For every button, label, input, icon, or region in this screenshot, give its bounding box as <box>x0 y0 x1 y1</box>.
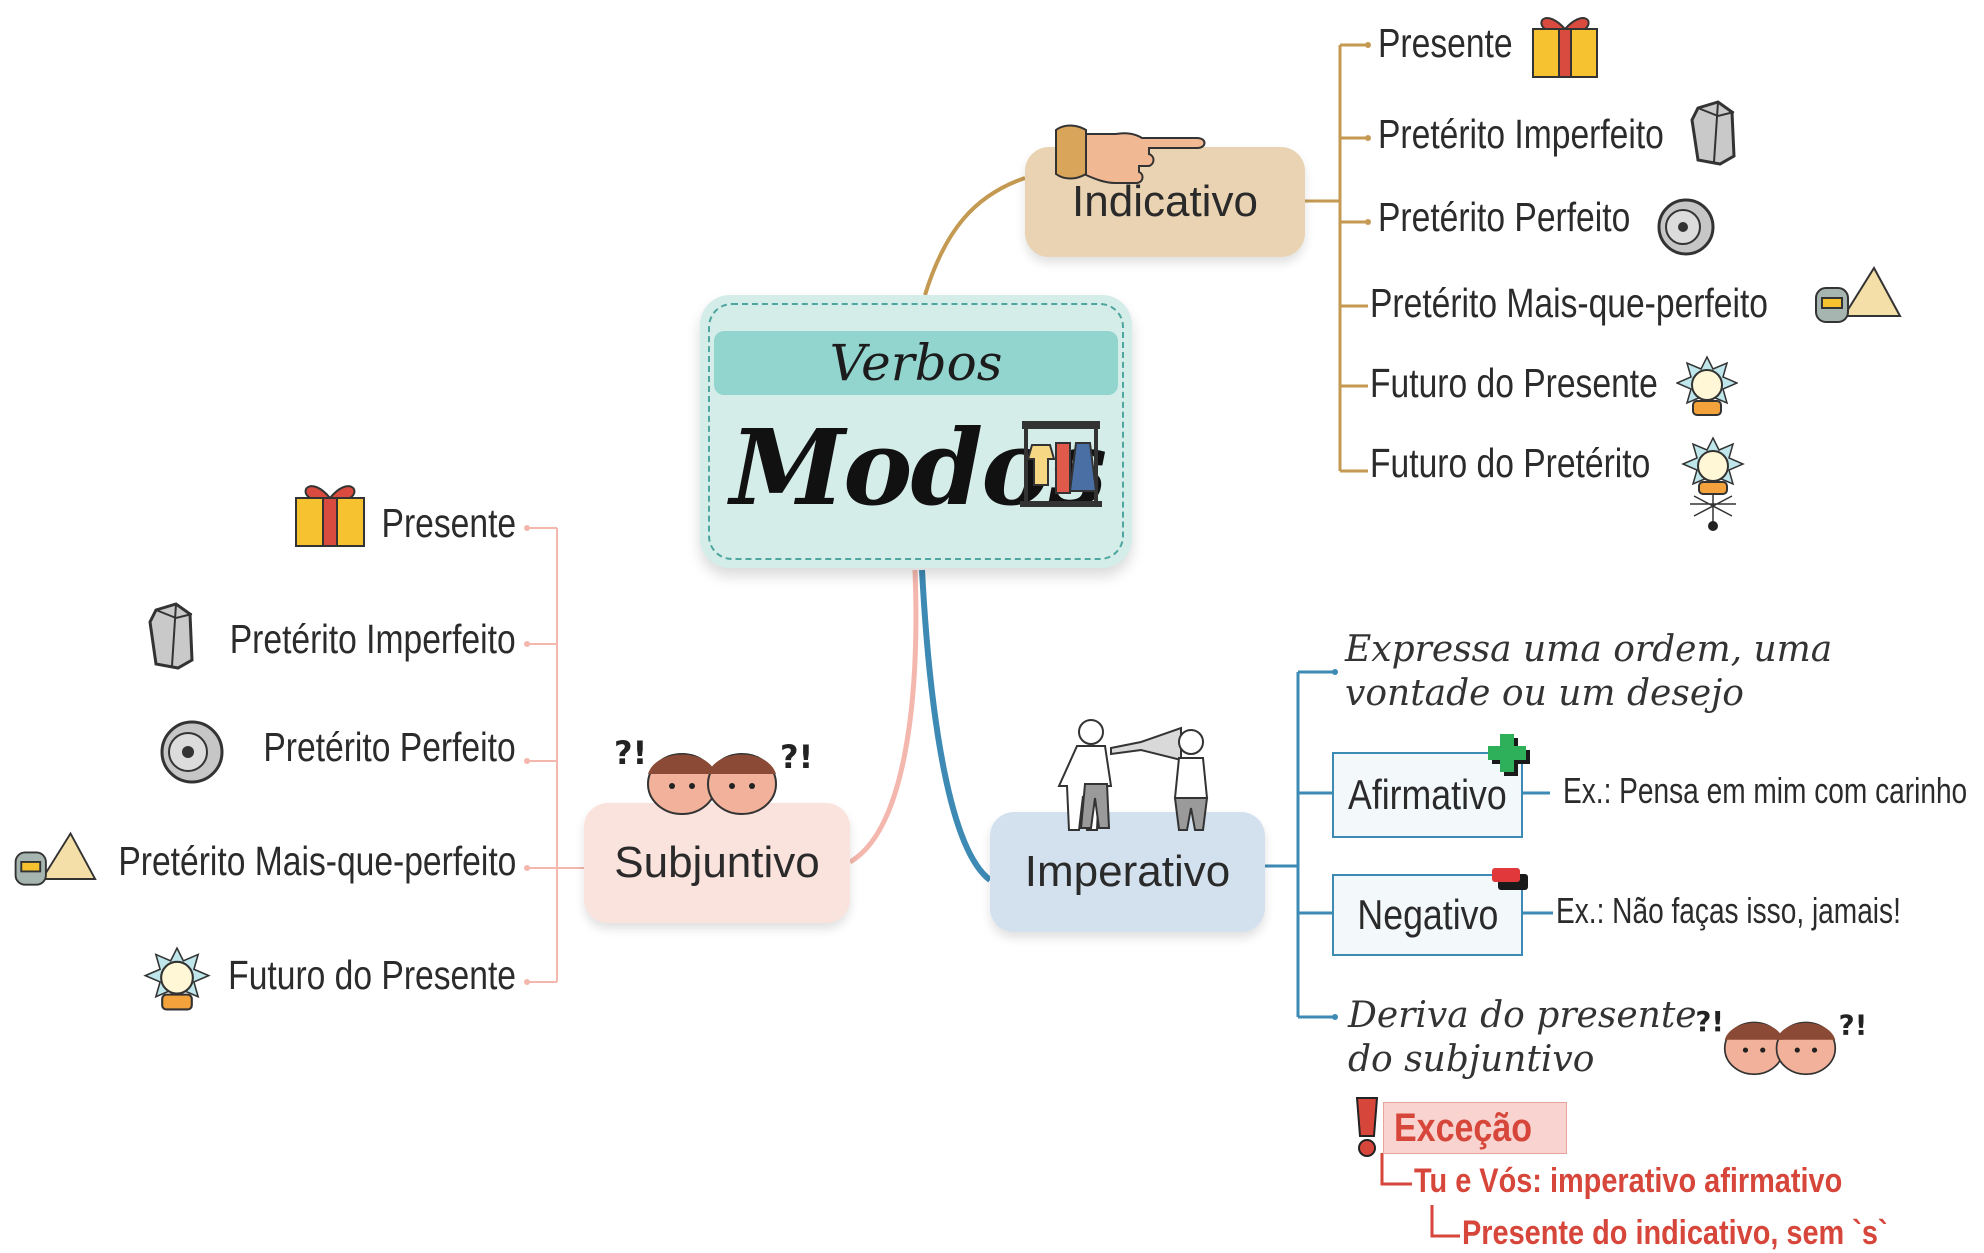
indicativo-item-futuro-do-presente: Futuro do Presente <box>1370 360 1658 406</box>
imperativo-expressa-line2: vontade ou um desejo <box>1345 673 1744 714</box>
confused-faces-icon: ?! ?! <box>1695 1005 1868 1076</box>
excecao-line2: Presente do indicativo, sem `s` <box>1462 1214 1888 1252</box>
center-title-band <box>714 331 1118 395</box>
plus-icon <box>1488 734 1530 776</box>
indicativo-item-preterito-mais-que-perfeito: Pretérito Mais-que-perfeito <box>1370 280 1769 326</box>
afirmativo-example: Ex.: Pensa em mim com carinho <box>1563 770 1968 811</box>
subjuntivo-item-preterito-perfeito: Pretérito Perfeito <box>263 724 516 770</box>
svg-text:?!: ?! <box>614 734 647 772</box>
indicativo-item-preterito-perfeito: Pretérito Perfeito <box>1378 194 1631 240</box>
gift-icon <box>1532 17 1598 78</box>
clothes-rack-icon <box>1020 421 1102 507</box>
coin-icon <box>1657 198 1715 256</box>
negativo-example: Ex.: Não faças isso, jamais! <box>1556 890 1901 931</box>
negativo-label: Negativo <box>1357 891 1498 938</box>
svg-text:?!: ?! <box>780 738 812 776</box>
imperativo-node[interactable]: Imperativo <box>990 812 1265 932</box>
exclamation-icon <box>1355 1097 1379 1157</box>
minus-icon <box>1492 868 1528 890</box>
crystal-ball-icon <box>1676 355 1738 416</box>
center-title-big: Modos <box>730 406 1107 529</box>
crystal-ball-icon <box>143 946 211 1011</box>
imperativo-deriva-line2: do subjuntivo <box>1348 1039 1595 1080</box>
center-inner-border <box>708 303 1124 560</box>
negativo-box[interactable]: Negativo <box>1332 874 1523 956</box>
megaphone-people-icon <box>1057 719 1209 831</box>
indicativo-item-futuro-do-preterito: Futuro do Pretérito <box>1370 440 1651 486</box>
subjuntivo-label: Subjuntivo <box>614 838 820 887</box>
svg-text:?!: ?! <box>1695 1005 1724 1038</box>
stone-icon <box>148 602 194 670</box>
subjuntivo-item-preterito-mais-que-perfeito: Pretérito Mais-que-perfeito <box>117 838 516 884</box>
center-node[interactable]: Verbos Modos <box>700 295 1132 568</box>
subjuntivo-item-futuro-do-presente: Futuro do Presente <box>228 952 516 998</box>
subjuntivo-item-presente: Presente <box>381 500 516 546</box>
afirmativo-label: Afirmativo <box>1348 771 1507 818</box>
indicativo-label: Indicativo <box>1072 177 1258 226</box>
excecao-label: Exceção <box>1394 1105 1532 1150</box>
pyramid-robot-icon <box>1815 266 1902 323</box>
imperativo-expressa-line1: Expressa uma ordem, uma <box>1345 629 1833 670</box>
crystal-ball-web-icon <box>1681 436 1745 531</box>
excecao-badge: Exceção <box>1383 1102 1568 1154</box>
subjuntivo-node[interactable]: Subjuntivo <box>584 803 850 923</box>
afirmativo-box[interactable]: Afirmativo <box>1332 752 1523 838</box>
confused-faces-icon: ?! ?! <box>614 734 812 815</box>
gift-icon <box>295 485 365 547</box>
indicativo-item-presente: Presente <box>1378 20 1513 66</box>
stone-icon <box>1690 100 1736 166</box>
pointing-hand-icon <box>1055 124 1206 184</box>
excecao-line1: Tu e Vós: imperativo afirmativo <box>1414 1162 1843 1200</box>
center-title-small: Verbos <box>829 334 1003 392</box>
subjuntivo-item-preterito-imperfeito: Pretérito Imperfeito <box>230 616 516 662</box>
imperativo-deriva-line1: Deriva do presente <box>1348 995 1697 1036</box>
pyramid-robot-icon <box>14 831 97 886</box>
coin-icon <box>160 720 224 784</box>
svg-text:?!: ?! <box>1839 1009 1868 1042</box>
indicativo-item-preterito-imperfeito: Pretérito Imperfeito <box>1378 111 1664 157</box>
imperativo-label: Imperativo <box>1024 847 1231 896</box>
